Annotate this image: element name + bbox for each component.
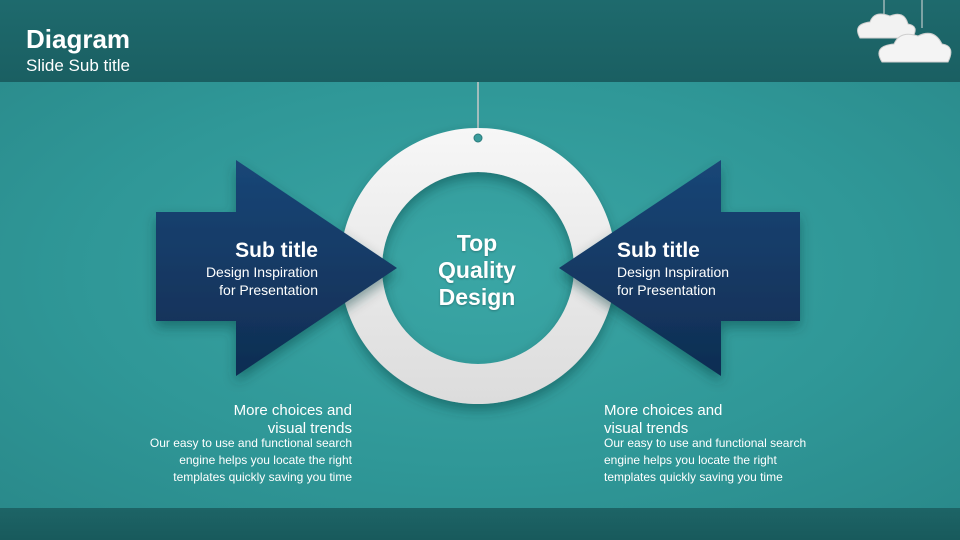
right-note-body: Our easy to use and functional search en…: [604, 435, 854, 486]
ring-shape: [340, 128, 617, 404]
slide-title: Diagram: [26, 24, 131, 54]
left-note-heading-line: visual trends: [267, 420, 352, 437]
left-arrow-shape: [156, 160, 397, 376]
center-line: Top: [456, 230, 498, 256]
left-arrow-desc-line: Design Inspiration: [205, 264, 318, 280]
left-note-heading: More choices and visual trends: [112, 402, 352, 438]
hanging-hole: [473, 133, 483, 143]
center-line: Quality: [438, 257, 516, 283]
right-arrow-desc-line: for Presentation: [617, 282, 716, 298]
footer-bar: [0, 508, 960, 540]
right-note-heading-line: More choices and: [604, 402, 723, 419]
right-note-body-line: engine helps you locate the right: [604, 453, 777, 467]
center-line: Design: [438, 284, 516, 310]
left-arrow-heading: Sub title: [235, 239, 318, 262]
left-note-body-line: Our easy to use and functional search: [149, 436, 352, 450]
right-arrow-heading: Sub title: [617, 239, 700, 262]
left-note-body-line: templates quickly saving you time: [173, 470, 352, 484]
left-note-body-line: engine helps you locate the right: [179, 453, 352, 467]
center-label: Top Quality Design: [420, 230, 534, 311]
right-arrow-desc-line: Design Inspiration: [617, 264, 730, 280]
left-arrow-description: Design Inspiration for Presentation: [168, 263, 318, 299]
right-arrow-description: Design Inspiration for Presentation: [617, 263, 777, 299]
right-note-body-line: Our easy to use and functional search: [604, 436, 807, 450]
left-note-heading-line: More choices and: [233, 402, 352, 419]
left-arrow-desc-line: for Presentation: [219, 282, 318, 298]
right-note-body-line: templates quickly saving you time: [604, 470, 783, 484]
right-note-heading: More choices and visual trends: [604, 402, 844, 438]
right-note-heading-line: visual trends: [604, 420, 689, 437]
slide-subtitle: Slide Sub title: [26, 56, 130, 75]
cloud-decoration-icon: [857, 0, 952, 63]
header-bar: [0, 0, 960, 82]
right-arrow-shape: [559, 160, 800, 376]
left-note-body: Our easy to use and functional search en…: [102, 435, 352, 486]
